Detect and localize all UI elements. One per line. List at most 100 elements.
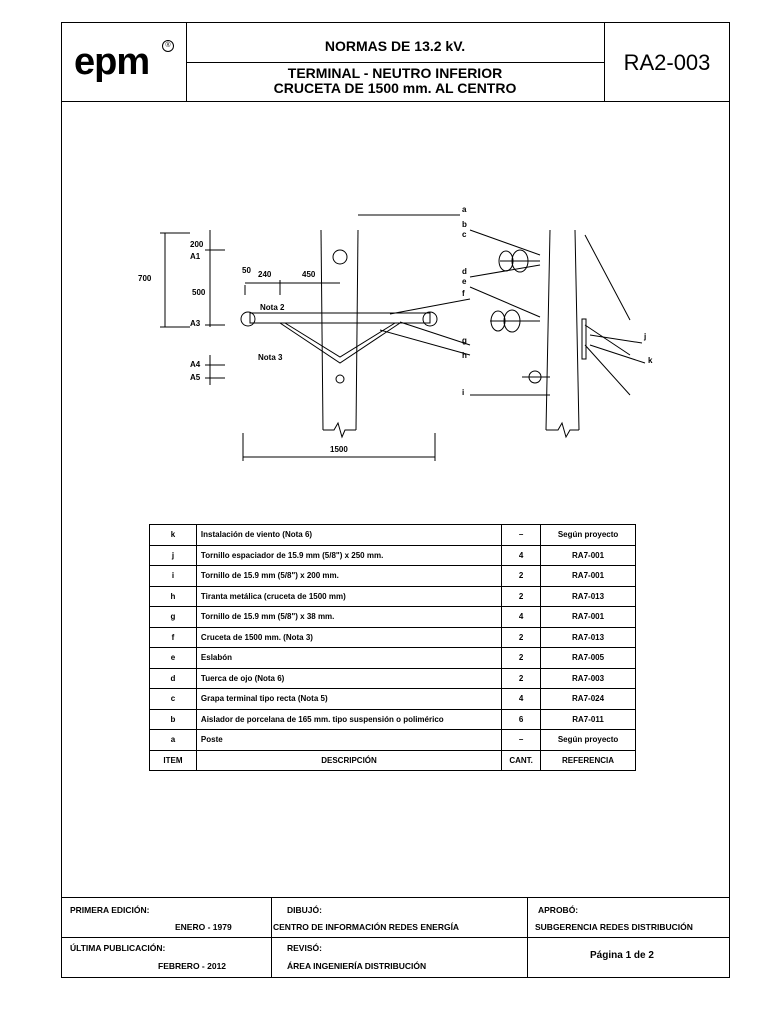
row-reference: Según proyecto bbox=[540, 729, 636, 751]
header-divider bbox=[61, 101, 730, 102]
row-description: Tiranta metálica (cruceta de 1500 mm) bbox=[195, 585, 503, 607]
row-description: Poste bbox=[195, 729, 503, 751]
dim-50: 50 bbox=[242, 266, 251, 275]
row-reference: RA7-001 bbox=[540, 544, 636, 566]
approved-value: SUBGERENCIA REDES DISTRIBUCIÓN bbox=[535, 922, 693, 932]
label-a: a bbox=[462, 205, 467, 214]
front-pole bbox=[320, 229, 359, 439]
drawing-title: TERMINAL - NEUTRO INFERIOR CRUCETA DE 15… bbox=[186, 66, 604, 96]
drawing-title-line-1: TERMINAL - NEUTRO INFERIOR bbox=[287, 65, 503, 81]
technical-drawing: a b c d e f g h i j k 700 200 A1 500 A3 … bbox=[138, 205, 653, 461]
first-edition-label: PRIMERA EDICIÓN: bbox=[70, 905, 150, 915]
row-quantity: 2 bbox=[501, 626, 542, 648]
title-divider bbox=[186, 62, 604, 63]
reviewed-label: REVISÓ: bbox=[287, 943, 322, 953]
row-reference: RA7-013 bbox=[540, 585, 636, 607]
row-item: j bbox=[149, 544, 197, 566]
drawing-title-line-2: CRUCETA DE 1500 mm. AL CENTRO bbox=[273, 80, 517, 96]
horizontal-dimension bbox=[242, 433, 436, 461]
row-item: k bbox=[149, 524, 197, 546]
last-publication-label: ÚLTIMA PUBLICACIÓN: bbox=[70, 943, 166, 953]
last-publication-value: FEBRERO - 2012 bbox=[158, 961, 227, 971]
footer-top-line bbox=[61, 897, 730, 898]
label-h: h bbox=[462, 351, 467, 360]
row-quantity: 2 bbox=[501, 585, 542, 607]
side-view bbox=[490, 229, 631, 439]
label-c: c bbox=[462, 230, 467, 239]
row-description: Eslabón bbox=[195, 647, 503, 669]
dim-200: 200 bbox=[190, 240, 204, 249]
row-quantity: 2 bbox=[501, 647, 542, 669]
dim-700: 700 bbox=[138, 274, 152, 283]
row-reference: RA7-024 bbox=[540, 688, 636, 710]
dim-450: 450 bbox=[302, 270, 316, 279]
label-e: e bbox=[462, 277, 467, 286]
footer-divider-1 bbox=[271, 897, 272, 978]
row-reference: RA7-001 bbox=[540, 565, 636, 587]
label-b: b bbox=[462, 220, 467, 229]
reviewed-value: ÁREA INGENIERÍA DISTRIBUCIÓN bbox=[287, 961, 427, 971]
note-2: Nota 2 bbox=[260, 303, 285, 312]
row-reference: RA7-011 bbox=[540, 708, 636, 730]
row-item: d bbox=[149, 667, 197, 689]
row-quantity: 4 bbox=[501, 688, 542, 710]
row-quantity: 6 bbox=[501, 708, 542, 730]
label-f: f bbox=[462, 289, 465, 298]
dim-a4: A4 bbox=[190, 360, 201, 369]
epm-logo: epm bbox=[74, 41, 150, 83]
standard-title: NORMAS DE 13.2 kV. bbox=[324, 38, 466, 54]
dim-240: 240 bbox=[258, 270, 272, 279]
row-item: i bbox=[149, 565, 197, 587]
row-description: Tornillo de 15.9 mm (5/8") x 38 mm. bbox=[195, 606, 503, 628]
label-g: g bbox=[462, 336, 467, 345]
table-header-row: ITEM DESCRIPCIÓN CANT. REFERENCIA bbox=[149, 749, 636, 771]
label-k: k bbox=[648, 356, 653, 365]
row-quantity: 4 bbox=[501, 544, 542, 566]
note-3: Nota 3 bbox=[258, 353, 283, 362]
row-item: f bbox=[149, 626, 197, 648]
header-item: ITEM bbox=[149, 749, 197, 771]
label-i: i bbox=[462, 388, 464, 397]
row-description: Tuerca de ojo (Nota 6) bbox=[195, 667, 503, 689]
row-description: Grapa terminal tipo recta (Nota 5) bbox=[195, 688, 503, 710]
row-item: c bbox=[149, 688, 197, 710]
row-description: Tornillo de 15.9 mm (5/8") x 200 mm. bbox=[195, 565, 503, 587]
label-d: d bbox=[462, 267, 467, 276]
row-reference: RA7-005 bbox=[540, 647, 636, 669]
row-quantity: 4 bbox=[501, 606, 542, 628]
label-j: j bbox=[643, 332, 646, 341]
callout-leaders bbox=[358, 214, 646, 396]
logo-divider bbox=[186, 22, 187, 101]
row-quantity: – bbox=[501, 729, 542, 751]
dim-a5: A5 bbox=[190, 373, 201, 382]
front-crossarm bbox=[240, 311, 438, 364]
row-item: b bbox=[149, 708, 197, 730]
dim-500: 500 bbox=[192, 288, 206, 297]
header-quantity: CANT. bbox=[501, 749, 542, 771]
row-item: h bbox=[149, 585, 197, 607]
row-quantity: 2 bbox=[501, 667, 542, 689]
header-reference: REFERENCIA bbox=[540, 749, 636, 771]
first-edition-value: ENERO - 1979 bbox=[175, 922, 232, 932]
row-description: Tornillo espaciador de 15.9 mm (5/8") x … bbox=[195, 544, 503, 566]
row-reference: RA7-001 bbox=[540, 606, 636, 628]
dim-1500: 1500 bbox=[330, 445, 348, 454]
footer-mid-line bbox=[61, 937, 730, 938]
row-item: g bbox=[149, 606, 197, 628]
registered-mark: ® bbox=[162, 40, 174, 52]
row-description: Cruceta de 1500 mm. (Nota 3) bbox=[195, 626, 503, 648]
row-quantity: – bbox=[501, 524, 542, 546]
row-item: e bbox=[149, 647, 197, 669]
row-reference: Según proyecto bbox=[540, 524, 636, 546]
dim-a3: A3 bbox=[190, 319, 201, 328]
row-item: a bbox=[149, 729, 197, 751]
standard-code: RA2-003 bbox=[623, 50, 711, 75]
vertical-dimensions bbox=[160, 230, 340, 385]
